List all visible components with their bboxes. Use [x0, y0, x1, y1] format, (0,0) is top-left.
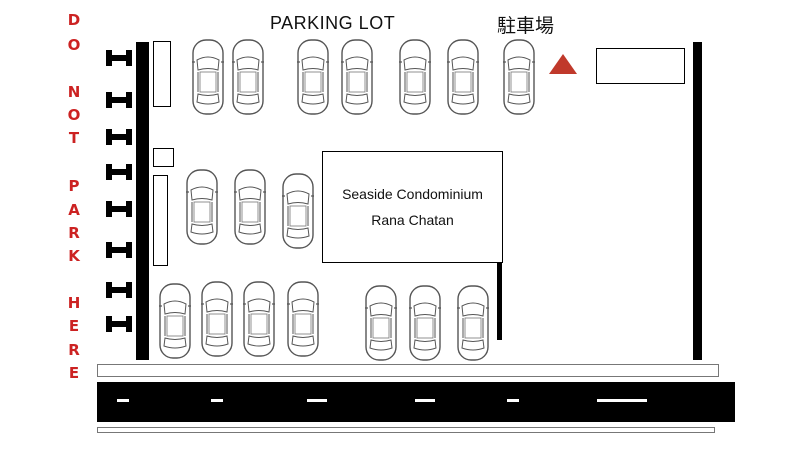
car-top-view-icon: [408, 284, 442, 362]
lane-dash: [507, 399, 519, 402]
car-top-view-icon: [281, 172, 315, 250]
lane-dash: [117, 399, 129, 402]
sidewalk: [97, 364, 719, 377]
car-top-view-icon: [191, 38, 225, 116]
wheel-stop-icon: [106, 281, 132, 299]
car-top-view-icon: [340, 38, 374, 116]
wheel-stop-icon: [106, 200, 132, 218]
utility-box: [153, 175, 168, 266]
entrance-booth: [596, 48, 685, 84]
warning-letter: T: [68, 129, 80, 147]
warning-letter: O: [67, 36, 81, 54]
car-top-view-icon: [231, 38, 265, 116]
car-top-view-icon: [502, 38, 536, 116]
right-wall: [693, 42, 702, 360]
warning-letter: P: [68, 177, 80, 195]
wheel-stop-icon: [106, 91, 132, 109]
building-subname: Rana Chatan: [371, 212, 454, 228]
building-divider-wall: [497, 258, 502, 340]
car-top-view-icon: [185, 168, 219, 246]
car-top-view-icon: [398, 38, 432, 116]
lane-dash: [211, 399, 223, 402]
wheel-stop-icon: [106, 241, 132, 259]
far-curb: [97, 427, 715, 433]
lane-dash: [597, 399, 647, 402]
car-top-view-icon: [286, 280, 320, 358]
warning-letter: R: [68, 341, 80, 359]
car-top-view-icon: [296, 38, 330, 116]
warning-letter: D: [67, 11, 81, 29]
triangle-marker-icon: [548, 53, 578, 75]
wheel-stop-icon: [106, 49, 132, 67]
warning-letter: R: [68, 224, 80, 242]
lane-dash: [307, 399, 327, 402]
utility-box: [153, 148, 174, 167]
warning-letter: E: [68, 317, 80, 335]
warning-letter: N: [67, 83, 81, 101]
warning-letter: E: [68, 364, 80, 382]
wheel-stop-icon: [106, 128, 132, 146]
warning-letter: K: [68, 247, 80, 265]
warning-letter: H: [67, 294, 81, 312]
lane-dash: [415, 399, 435, 402]
left-wall: [136, 42, 149, 360]
car-top-view-icon: [446, 38, 480, 116]
car-top-view-icon: [242, 280, 276, 358]
car-top-view-icon: [233, 168, 267, 246]
map-title-japanese: 駐車場: [497, 15, 555, 37]
seaside-condominium-building: Seaside Condominium Rana Chatan: [322, 151, 503, 263]
car-top-view-icon: [456, 284, 490, 362]
map-title: PARKING LOT: [270, 13, 396, 33]
wheel-stop-icon: [106, 163, 132, 181]
car-top-view-icon: [200, 280, 234, 358]
warning-letter: A: [68, 201, 80, 219]
wheel-stop-icon: [106, 315, 132, 333]
utility-box: [153, 41, 171, 107]
warning-letter: O: [67, 106, 81, 124]
building-name: Seaside Condominium: [342, 186, 483, 202]
car-top-view-icon: [364, 284, 398, 362]
car-top-view-icon: [158, 282, 192, 360]
road: [97, 382, 735, 422]
